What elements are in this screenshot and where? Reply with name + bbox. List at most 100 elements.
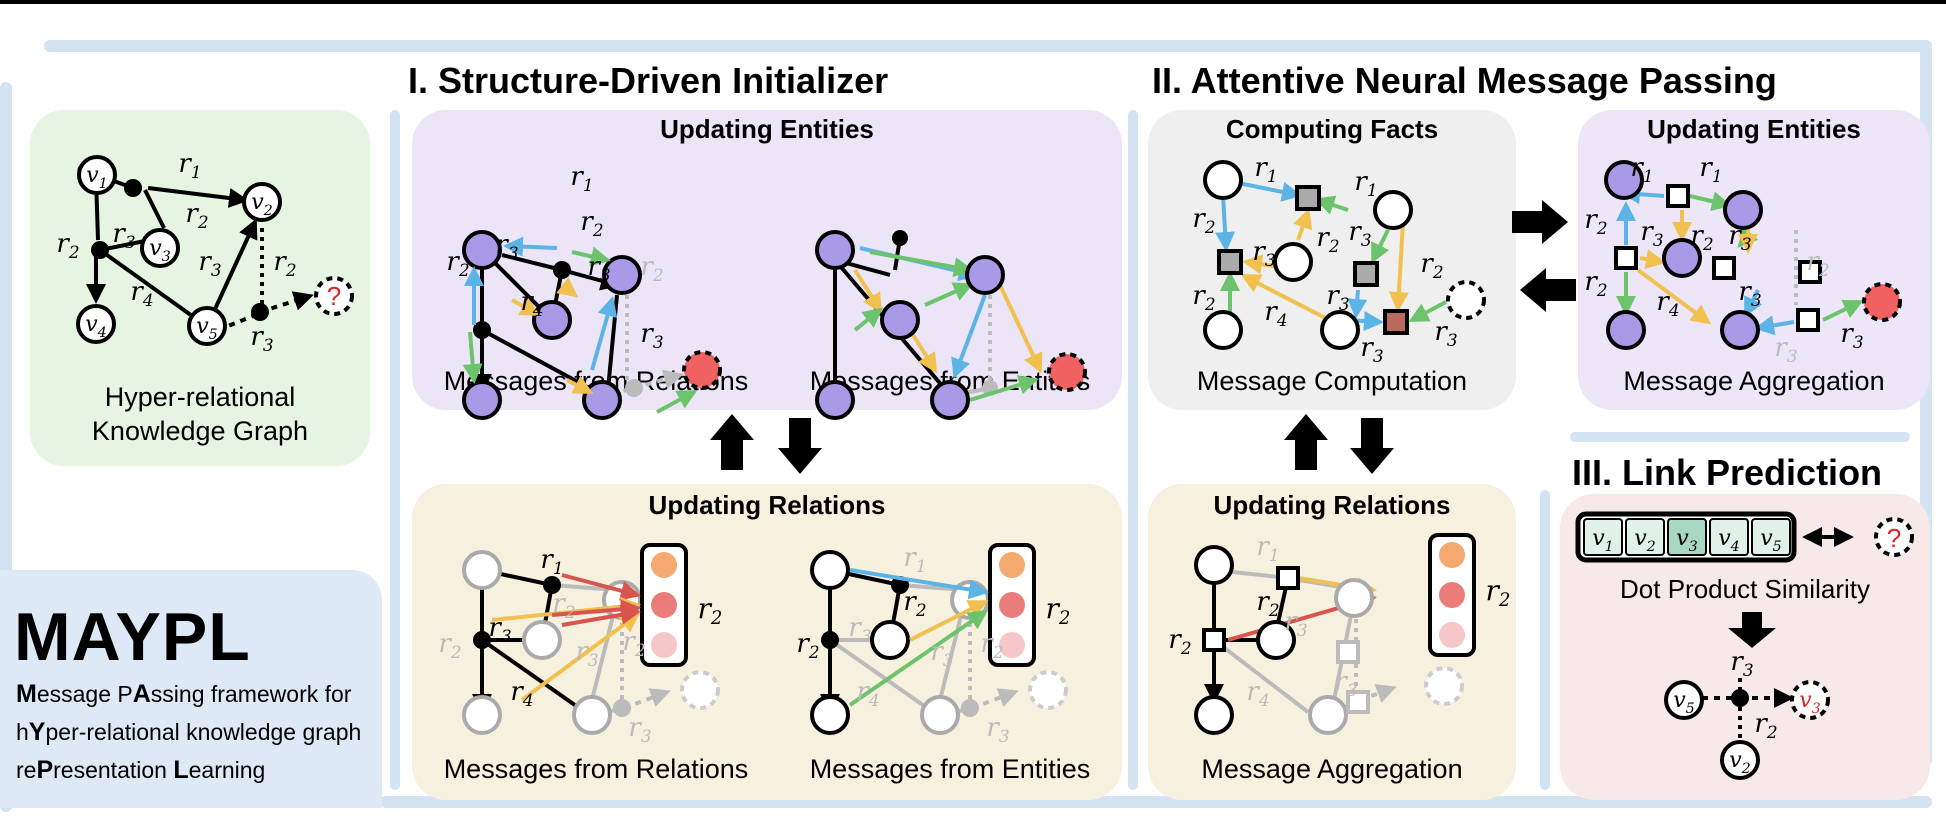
- label-sub: 2: [1702, 234, 1714, 254]
- label-base: r: [510, 677, 524, 707]
- s1r-right-r2b: r2: [796, 629, 819, 662]
- kg-node-label-v1: v1: [86, 163, 108, 192]
- s3-q-v2: [1720, 740, 1760, 780]
- kg-edge-h3-q: [259, 291, 314, 314]
- label-sub: 3: [1447, 330, 1458, 350]
- label-base: r: [1728, 221, 1742, 251]
- s1e-left-dot-2: [473, 321, 491, 339]
- s1r-right-green-1: [848, 609, 989, 707]
- s1r-left-r2c: r2: [622, 627, 645, 660]
- s1r-left-dot-1: [543, 576, 561, 594]
- label-sub: 1: [191, 162, 202, 182]
- s2-facts-node-3: [1273, 242, 1313, 282]
- kg-r3: r3: [112, 219, 135, 252]
- s1r-left-stack-c3: [651, 632, 677, 658]
- label-sub: 3: [1751, 290, 1762, 310]
- s3-similarity-label: Dot Product Similarity: [1620, 574, 1870, 604]
- brand-line-3: rePresentation Learning: [16, 756, 265, 785]
- s2-rels-r3: r3: [1284, 607, 1307, 640]
- s2-facts-caption: Message Computation: [1196, 366, 1468, 396]
- label-base: r: [1486, 574, 1501, 607]
- label-base: r: [1192, 204, 1206, 234]
- brand-name: MAYPL: [14, 599, 251, 675]
- divider-1: [390, 110, 400, 790]
- s2-ents-node-3: [1662, 238, 1702, 278]
- s2-rels-r2b: r2: [1168, 625, 1191, 658]
- s1e-left-node-3: [532, 300, 572, 340]
- s3-q-v5: [1664, 680, 1704, 720]
- s1e-left-r4: r4: [520, 287, 543, 320]
- label-sub: 1: [1605, 539, 1614, 555]
- label-base: r: [198, 247, 212, 277]
- label-base: r: [1840, 319, 1854, 349]
- kg-node-v3: [140, 228, 180, 268]
- label-sub: 2: [1204, 294, 1216, 314]
- s3-cell-label-v2: v2: [1634, 526, 1656, 555]
- acro-t3b: earning: [188, 757, 266, 783]
- s1e-right-node-2: [965, 255, 1005, 295]
- kg-caption: Hyper-relational Knowledge Graph: [30, 380, 370, 448]
- s2-rels-r2: r2: [1256, 587, 1279, 620]
- label-sub: 3: [263, 335, 274, 355]
- s1e-left-r2b: r2: [446, 247, 469, 280]
- label-base: r: [1316, 223, 1330, 253]
- s1r-right-node-1: [810, 550, 850, 590]
- s1e-right-green-2: [924, 282, 974, 307]
- label-sub: 2: [1058, 608, 1071, 629]
- label-base: r: [273, 247, 287, 277]
- label-sub: 4: [97, 325, 107, 341]
- label-sub: 2: [1498, 590, 1511, 611]
- label-sub: 2: [1818, 260, 1830, 280]
- label-base: r: [1730, 647, 1744, 677]
- s3-query-mark: ?: [1887, 523, 1901, 553]
- label-sub: 4: [142, 290, 154, 310]
- s2-facts-fact-2: [1217, 249, 1243, 275]
- s2-rels-fact-2: [1202, 628, 1226, 652]
- s1e-left-yellow-2: [556, 277, 579, 298]
- s1r-left-red-3: [561, 604, 641, 627]
- s2-facts-r4: r4: [1264, 297, 1287, 330]
- label-sub: 4: [1668, 300, 1680, 320]
- s2-rels-r3b: r3: [1334, 667, 1357, 700]
- label-base: v: [1676, 526, 1689, 551]
- label-base: r: [540, 545, 554, 575]
- label-sub: 2: [1268, 600, 1280, 620]
- label-sub: 2: [915, 600, 927, 620]
- s1e-right-dot-1: [892, 230, 908, 246]
- label-sub: 1: [1267, 166, 1278, 186]
- kg-query-node: [314, 276, 354, 316]
- s1e-left-node-4: [462, 380, 502, 420]
- s1r-right-stack-c3: [999, 632, 1025, 658]
- kg-r3b: r3: [198, 247, 221, 280]
- label-sub: 5: [209, 327, 218, 343]
- s1r-left-node-5: [572, 695, 612, 735]
- label-base: r: [628, 713, 642, 743]
- s2-facts-node-2: [1373, 190, 1413, 230]
- s1-entities-panel: [412, 110, 1122, 410]
- s3-cell-label-v3: v3: [1676, 526, 1698, 555]
- label-sub: 2: [1766, 722, 1778, 742]
- label-base: r: [1806, 247, 1820, 277]
- acro-h2: Y: [28, 718, 46, 746]
- label-sub: 3: [1743, 660, 1754, 680]
- s2-ents-fact-3: [1712, 256, 1736, 280]
- acro-t3: resentation: [53, 757, 174, 783]
- label-base: r: [980, 629, 994, 659]
- s1r-right-r4: r4: [856, 677, 879, 710]
- s1e-left-yellow-1: [511, 297, 541, 316]
- s1e-right-node-1: [815, 230, 855, 270]
- label-base: v: [1760, 526, 1773, 551]
- s1e-right-yellow-1: [853, 268, 883, 314]
- label-base: v: [1718, 526, 1731, 551]
- kg-hyper-dot-2: [91, 241, 109, 259]
- s2-facts-r3e: r3: [1434, 317, 1457, 350]
- acro-h1: M: [16, 680, 37, 708]
- s1e-left-r3: r3: [495, 230, 518, 263]
- kg-edge-h-v2: [147, 186, 249, 208]
- kg-query-mark: ?: [327, 281, 341, 311]
- label-sub: 3: [1297, 620, 1308, 640]
- brand-line-1: Message PAssing framework for: [16, 680, 351, 709]
- kg-node-label-v2: v2: [251, 190, 273, 219]
- s2-facts-r3b: r3: [1348, 217, 1371, 250]
